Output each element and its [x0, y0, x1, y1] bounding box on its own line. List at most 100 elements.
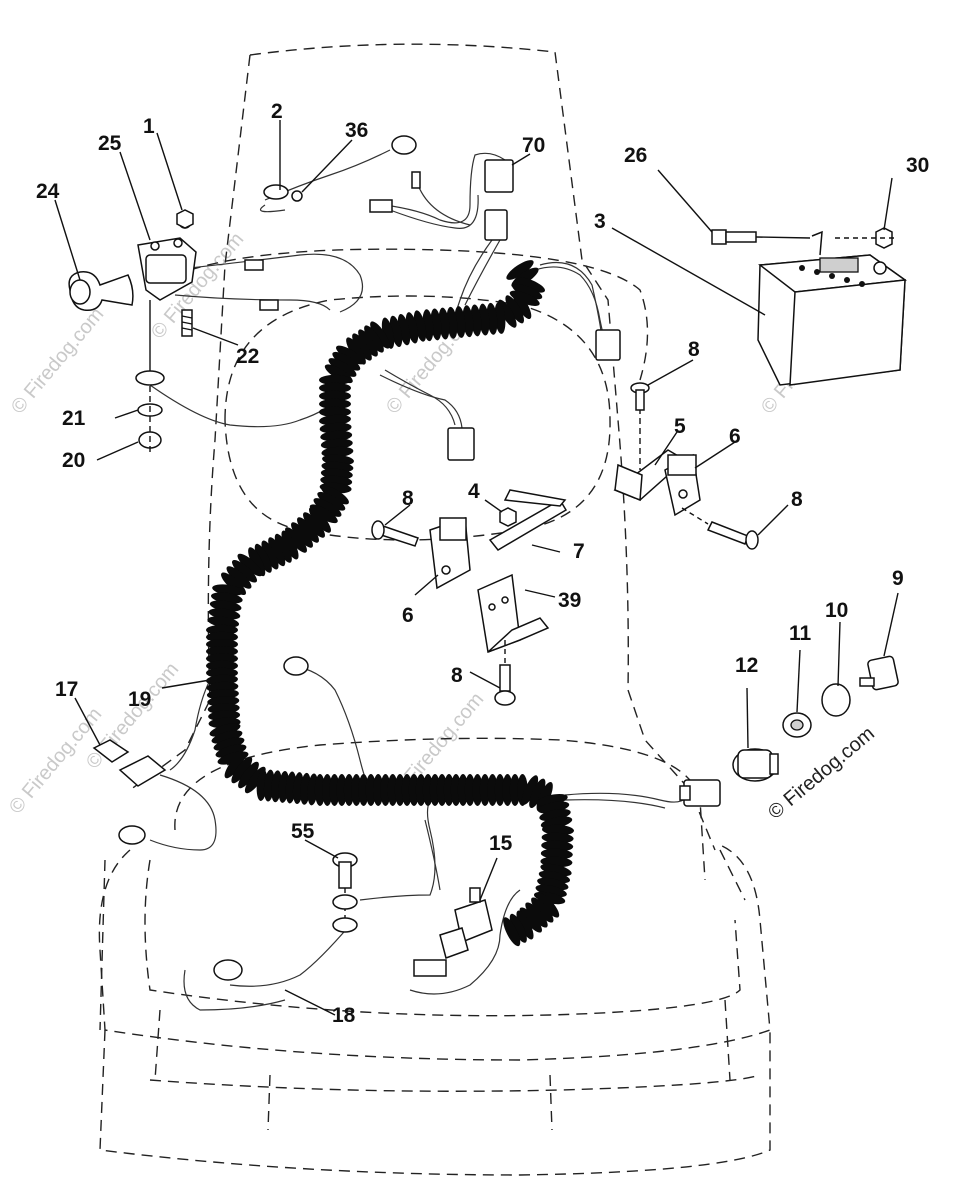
ring-terminal-18a	[332, 917, 358, 933]
plug-small	[369, 199, 393, 213]
callout-10: 10	[825, 599, 848, 622]
coil-loop	[336, 345, 364, 365]
screw-8-center-bottom	[494, 640, 516, 706]
callout-30: 30	[906, 154, 929, 177]
coil-loop	[529, 778, 546, 809]
connector-left-1	[244, 259, 264, 271]
seat-switch-15	[439, 887, 493, 959]
coil-loop	[317, 491, 346, 511]
callout-1: 1	[143, 115, 155, 138]
coil-loop	[319, 398, 351, 410]
callout-22: 22	[236, 345, 259, 368]
nut-4	[499, 507, 517, 527]
fuse-17	[92, 739, 167, 787]
coil-loop	[238, 761, 259, 789]
coil-loop	[209, 723, 241, 737]
coil-loop	[226, 566, 252, 589]
coil-loop	[512, 290, 532, 320]
callout-12: 12	[735, 654, 758, 677]
coil-loop	[297, 517, 319, 543]
coil-loop	[541, 840, 574, 852]
coiled-harness-beads	[206, 260, 574, 947]
callout-39: 39	[558, 589, 581, 612]
coil-loop	[538, 870, 571, 884]
coil-loop	[472, 774, 483, 806]
coil-loop	[521, 775, 539, 805]
coil-loop	[268, 537, 286, 567]
coil-loop	[512, 284, 543, 300]
callout-2: 2	[271, 100, 283, 123]
callout-19: 19	[128, 688, 151, 711]
coil-loop	[541, 832, 574, 844]
callout-55: 55	[291, 820, 315, 843]
coil-loop	[314, 774, 326, 806]
coil-loop	[540, 848, 573, 860]
screw-8-center-left	[371, 520, 419, 547]
coil-loop	[487, 774, 498, 806]
coil-loop	[224, 751, 246, 779]
coil-loop	[509, 913, 527, 943]
screw-8-right-top	[630, 382, 650, 411]
coil-loop	[231, 560, 258, 583]
coil-loop	[206, 631, 238, 643]
coil-loop	[525, 902, 548, 928]
parts: © Firedog.com	[68, 135, 908, 981]
coil-loop	[211, 730, 243, 744]
coil-loop	[319, 422, 352, 434]
coil-loop	[207, 616, 240, 628]
callout-21: 21	[62, 407, 86, 430]
coil-loop	[206, 660, 238, 671]
screw-22	[181, 309, 193, 337]
watermark: © Firedog.com	[7, 303, 108, 418]
connector-15	[413, 959, 447, 977]
coil-loop	[215, 744, 247, 758]
interlock-switch-6-right	[639, 398, 701, 517]
nut-11-inner	[790, 719, 804, 731]
coil-loop	[413, 310, 427, 342]
coil-loop	[536, 892, 560, 918]
callout-6-right: 6	[729, 425, 741, 448]
coil-loop	[274, 533, 292, 563]
washer-36	[291, 190, 303, 202]
coil-loop	[505, 295, 524, 324]
coil-loop	[506, 260, 534, 280]
battery-3	[757, 230, 908, 386]
coil-loop	[309, 504, 338, 524]
ring-terminal-top	[391, 135, 417, 155]
callout-3: 3	[594, 210, 606, 233]
coil-loop	[303, 512, 325, 538]
callout-4: 4	[468, 480, 480, 503]
callout-24: 24	[36, 180, 60, 203]
coil-loop	[291, 522, 313, 548]
callouts: 1 2 3 4 5 6 6 7 8 8 8 8 9 10 11 12 15 17…	[36, 100, 929, 1027]
callout-8-center-bottom: 8	[451, 664, 463, 687]
coil-loop	[364, 325, 384, 353]
connector-keyswitch	[679, 779, 721, 807]
key-9	[859, 655, 899, 691]
coil-loop	[319, 374, 351, 386]
connector-left-2	[259, 299, 279, 311]
coil-loop	[237, 553, 263, 577]
coil-loop	[329, 774, 340, 806]
coil-loop	[509, 774, 521, 806]
coil-loop	[405, 312, 419, 344]
ring-terminal-55	[332, 894, 358, 910]
callout-70: 70	[522, 134, 545, 157]
coil-loop	[285, 527, 307, 553]
coil-loop	[351, 774, 362, 806]
coil-loop	[321, 485, 349, 505]
ring-terminal	[135, 370, 165, 386]
coil-loop	[531, 897, 554, 923]
coil-loop	[503, 917, 521, 947]
coil-loop	[370, 321, 390, 349]
bracket-7	[488, 489, 568, 551]
watermark-dark: © Firedog.com	[764, 722, 879, 823]
coil-loop	[540, 863, 572, 877]
coil-loop	[319, 390, 351, 402]
coil-loop	[352, 333, 372, 361]
coil-loop	[373, 774, 384, 806]
coil-loop	[336, 774, 347, 806]
coil-loop	[387, 774, 398, 806]
callout-26: 26	[624, 144, 647, 167]
connector-70	[484, 159, 514, 193]
